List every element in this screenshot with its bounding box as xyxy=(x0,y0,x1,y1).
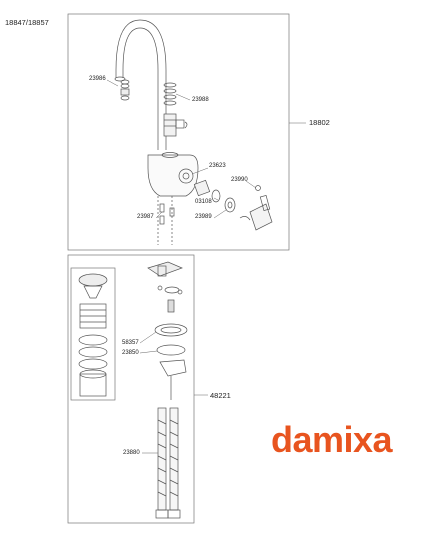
waste-lever xyxy=(147,261,183,313)
part-label-23989: 23989 xyxy=(195,214,212,220)
assembly-label-faucet: 18802 xyxy=(309,118,330,127)
part-label-23623: 23623 xyxy=(209,163,226,169)
part-label-23850: 23850 xyxy=(122,350,139,356)
assembly-label-waste: 48221 xyxy=(210,391,231,400)
part-label-58357: 58357 xyxy=(122,340,139,346)
spout-cartridge xyxy=(163,113,188,137)
part-label-23986: 23986 xyxy=(89,76,106,82)
part-label-03108: 03108 xyxy=(195,199,212,205)
faucet-body xyxy=(147,152,199,245)
part-label-23990: 23990 xyxy=(231,177,248,183)
valve-parts xyxy=(193,179,236,213)
part-label-23880: 23880 xyxy=(123,450,140,456)
faucet-frame xyxy=(67,13,290,251)
part-label-23987: 23987 xyxy=(137,214,154,220)
spout xyxy=(114,19,167,150)
o-rings xyxy=(163,82,177,106)
part-label-23988: 23988 xyxy=(192,97,209,103)
mounting-screws xyxy=(159,203,175,225)
waste-frame xyxy=(67,254,195,524)
waste-inset-frame xyxy=(70,267,116,401)
waste-rod xyxy=(159,359,187,400)
aerator-parts xyxy=(120,79,130,101)
waste-plug-assembly xyxy=(78,273,108,397)
model-label: 18847/18857 xyxy=(5,18,49,27)
supply-hoses xyxy=(155,407,181,519)
damixa-logo: damixa xyxy=(271,419,393,460)
waste-washers xyxy=(154,323,188,356)
handle xyxy=(239,185,273,231)
